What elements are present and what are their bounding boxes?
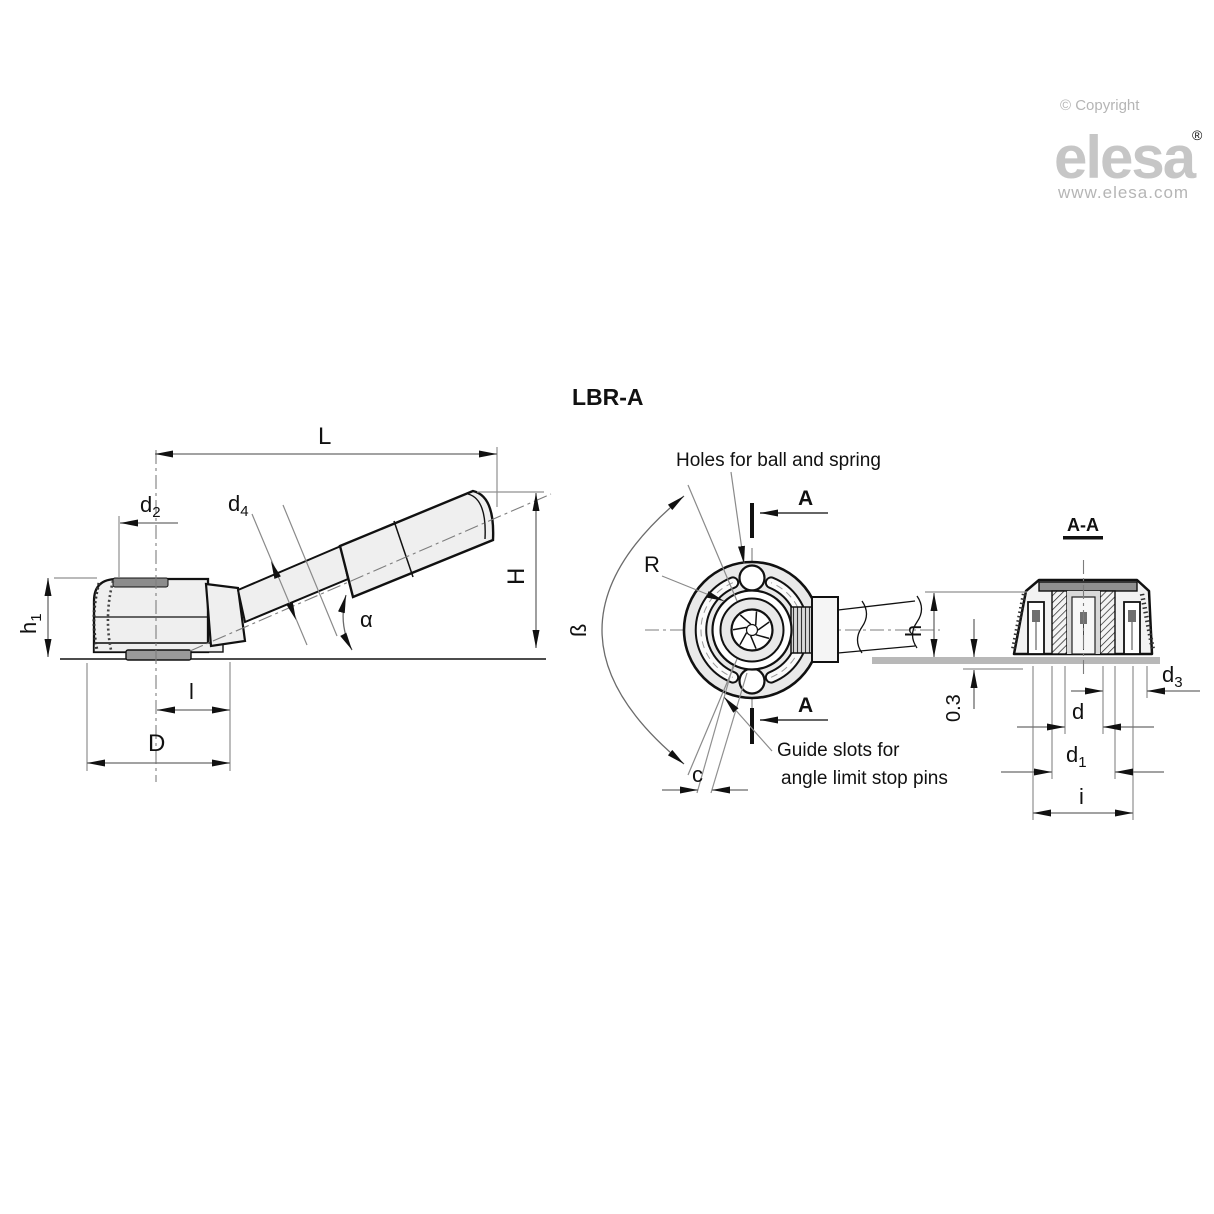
hatch-wall-left: [1051, 590, 1068, 655]
R-label: R: [644, 552, 660, 577]
d1-label: d1: [1066, 742, 1087, 771]
section-top-band: [1038, 581, 1138, 592]
d3-sub: 3: [1174, 674, 1182, 691]
handle-stub-top: [837, 600, 916, 611]
holes-note-leader: [730, 471, 745, 565]
break-line-2: [911, 595, 923, 649]
knurl-edge-inner: [106, 580, 115, 651]
alpha-label: α: [360, 607, 373, 632]
handle-grip: [338, 489, 495, 599]
h1-base: h: [16, 622, 41, 634]
grip-end-line: [467, 493, 486, 540]
d4-sub: 4: [240, 503, 248, 520]
handle-axis-centerline: [189, 493, 552, 652]
d4-label: d4: [228, 491, 249, 520]
gap-label: 0.3: [943, 694, 965, 722]
serrated-bore: [730, 608, 774, 652]
knurl-patch: [790, 606, 813, 654]
ball-spring-hole-bottom: [738, 667, 766, 695]
h1-sub: 1: [28, 613, 45, 621]
alpha-dimension-arc: [337, 594, 353, 651]
mounting-surface: [872, 657, 1160, 664]
knurl-edge-outer: [92, 582, 101, 651]
hatch-wall-right: [1099, 590, 1116, 655]
side-view: L d2 d4 h1 H α l D: [16, 423, 552, 782]
body-top-cap: [112, 577, 169, 588]
page-title: LBR-A: [572, 384, 644, 410]
handle-socket-front: [811, 596, 839, 663]
d-label: d: [1072, 699, 1084, 724]
bottom-boss: [125, 649, 192, 661]
bore-serration-lines: [732, 611, 770, 649]
c-extension-2: [710, 672, 748, 794]
section-view: A-A h 0.3: [872, 515, 1200, 820]
d1-base: d: [1066, 742, 1078, 767]
L-label: L: [318, 423, 331, 450]
d2-label: d2: [140, 492, 161, 521]
d2-sub: 2: [152, 504, 160, 521]
c-label: c: [692, 762, 703, 787]
h1-label: h1: [16, 613, 45, 634]
i-label: i: [1079, 784, 1084, 809]
d3-label: d3: [1162, 662, 1183, 691]
guide-note-line2: angle limit stop pins: [781, 768, 948, 789]
break-line-1: [856, 600, 868, 654]
handle-hub: [204, 582, 247, 648]
elesa-logo: elesa: [1054, 124, 1197, 191]
d2-base: d: [140, 492, 152, 517]
H-label: H: [503, 568, 530, 585]
d4-base: d: [228, 491, 240, 516]
section-title-underline: [1063, 536, 1103, 540]
section-label-top: A: [798, 487, 813, 510]
c-extension-1: [696, 665, 734, 794]
side-hole-left-detail: [1032, 610, 1040, 622]
front-view: A A ß R c Holes for ball and spring Guid…: [566, 450, 948, 794]
grip-divider-line: [393, 520, 414, 578]
d4-extension-slant: [282, 504, 338, 637]
h-label: h: [901, 625, 926, 637]
R-leader: [661, 575, 725, 602]
side-hole-right-detail: [1128, 610, 1136, 622]
copyright-text: © Copyright: [1060, 97, 1140, 114]
ball-spring-hole-top: [738, 564, 766, 592]
handle-stub-bottom: [837, 645, 916, 654]
knurl-texture-left: [1010, 593, 1027, 651]
l-label: l: [189, 679, 194, 704]
d3-base: d: [1162, 662, 1174, 687]
website-text: www.elesa.com: [1057, 183, 1189, 202]
section-label-bottom: A: [798, 694, 813, 717]
brand-block: © Copyright elesa ® www.elesa.com: [1054, 97, 1203, 202]
d4-leader-line: [251, 513, 308, 646]
bore-center-circle: [745, 623, 759, 637]
holes-note: Holes for ball and spring: [676, 450, 881, 471]
beta-leg-bottom: [687, 658, 738, 776]
section-title: A-A: [1067, 515, 1099, 535]
d1-sub: 1: [1078, 754, 1086, 771]
beta-label: ß: [566, 624, 591, 637]
registered-mark-icon: ®: [1192, 127, 1203, 143]
D-label: D: [148, 730, 165, 757]
lever-body: [92, 577, 210, 654]
beta-arc: [601, 495, 685, 765]
guide-note-line1: Guide slots for: [777, 740, 900, 761]
knurl-texture-right: [1139, 593, 1156, 651]
beta-leg-top: [687, 484, 738, 602]
guide-note-leader: [723, 696, 773, 752]
